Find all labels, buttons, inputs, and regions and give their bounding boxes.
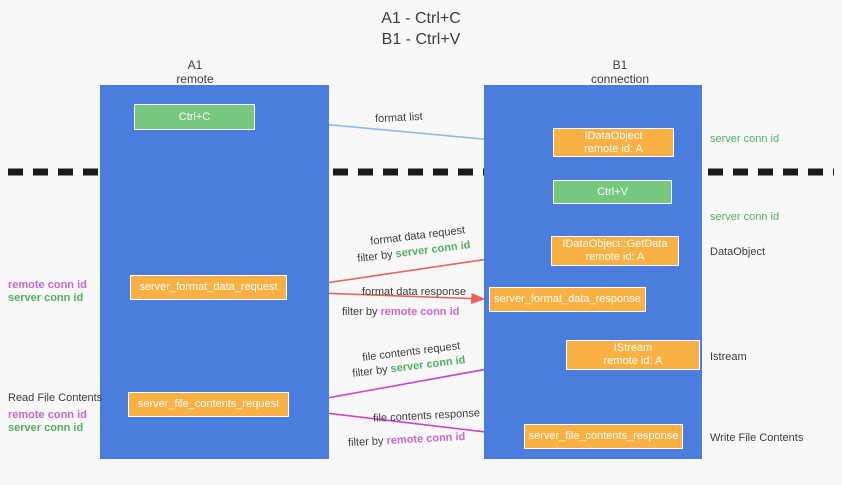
filter-prefix-2: filter by: [342, 306, 381, 318]
edge-label-format-data-response: format data response: [362, 286, 466, 298]
edge-label-format-list: format list: [374, 110, 423, 126]
annotation-read-file-contents: Read File Contents remote conn id server…: [8, 392, 102, 435]
node-server-format-data-request[interactable]: server_format_data_request: [130, 275, 287, 300]
filter-value-remote-conn-id-1: remote conn id: [380, 306, 460, 318]
node-server-format-data-response-label: server_format_data_response: [494, 293, 641, 305]
label-server-conn-id-second: server conn id: [710, 211, 780, 223]
node-server-format-data-request-label: server_format_data_request: [139, 281, 278, 293]
annotation-remote-conn-id-1: remote conn id: [8, 279, 87, 291]
node-getdata-title: IDataObject::GetData: [562, 238, 668, 250]
lane-b1-name: B1: [612, 58, 628, 72]
lane-a1-sub: remote: [176, 72, 214, 86]
label-dataobject: DataObject: [710, 246, 766, 258]
annotation-format-conn-ids: remote conn id server conn id: [8, 279, 87, 305]
node-server-format-data-response[interactable]: server_format_data_response: [489, 287, 646, 312]
node-istream-sub: remote id: A: [603, 355, 663, 367]
arrow-file-contents-response: [291, 408, 521, 441]
node-idataobject[interactable]: IDataObject remote id: A: [553, 128, 674, 157]
annotation-server-conn-id-1: server conn id: [8, 292, 84, 304]
node-server-file-contents-response-label: server_file_contents_response: [528, 430, 679, 442]
label-write-file-contents: Write File Contents: [710, 432, 804, 444]
node-istream[interactable]: IStream remote id: A: [566, 340, 700, 370]
node-server-file-contents-request-label: server_file_contents_request: [137, 398, 280, 410]
title-line-2: B1 - Ctrl+V: [381, 31, 461, 48]
lane-header-b1: B1 connection: [505, 58, 735, 86]
lane-a1-name: A1: [187, 58, 203, 72]
node-idataobject-title: IDataObject: [584, 129, 643, 142]
title-line-1: A1 - Ctrl+C: [381, 10, 461, 27]
lane-header-a1: A1 remote: [120, 58, 270, 86]
filter-prefix-4: filter by: [347, 435, 387, 450]
label-istream: Istream: [710, 351, 747, 363]
node-server-file-contents-request[interactable]: server_file_contents_request: [128, 392, 289, 417]
node-getdata-sub: remote id: A: [585, 251, 645, 263]
node-idataobject-sub: remote id: A: [584, 142, 643, 155]
node-ctrl-c-label: Ctrl+C: [178, 110, 211, 123]
node-ctrl-v[interactable]: Ctrl+V: [553, 180, 672, 204]
node-idataobject-getdata[interactable]: IDataObject::GetData remote id: A: [551, 236, 679, 266]
annotation-remote-conn-id-2: remote conn id: [8, 409, 87, 421]
label-server-conn-id-top: server conn id: [710, 133, 780, 145]
annotation-read-title: Read File Contents: [8, 392, 103, 404]
diagram-title: A1 - Ctrl+C B1 - Ctrl+V: [0, 8, 842, 50]
lane-b1-sub: connection: [590, 72, 650, 86]
node-istream-title: IStream: [613, 342, 653, 354]
node-ctrl-v-label: Ctrl+V: [597, 185, 628, 198]
node-server-file-contents-response[interactable]: server_file_contents_response: [524, 424, 683, 449]
node-ctrl-c[interactable]: Ctrl+C: [134, 104, 255, 130]
edge-label-format-data-response-filter: filter by remote conn id: [342, 305, 459, 319]
annotation-server-conn-id-2: server conn id: [8, 422, 84, 434]
